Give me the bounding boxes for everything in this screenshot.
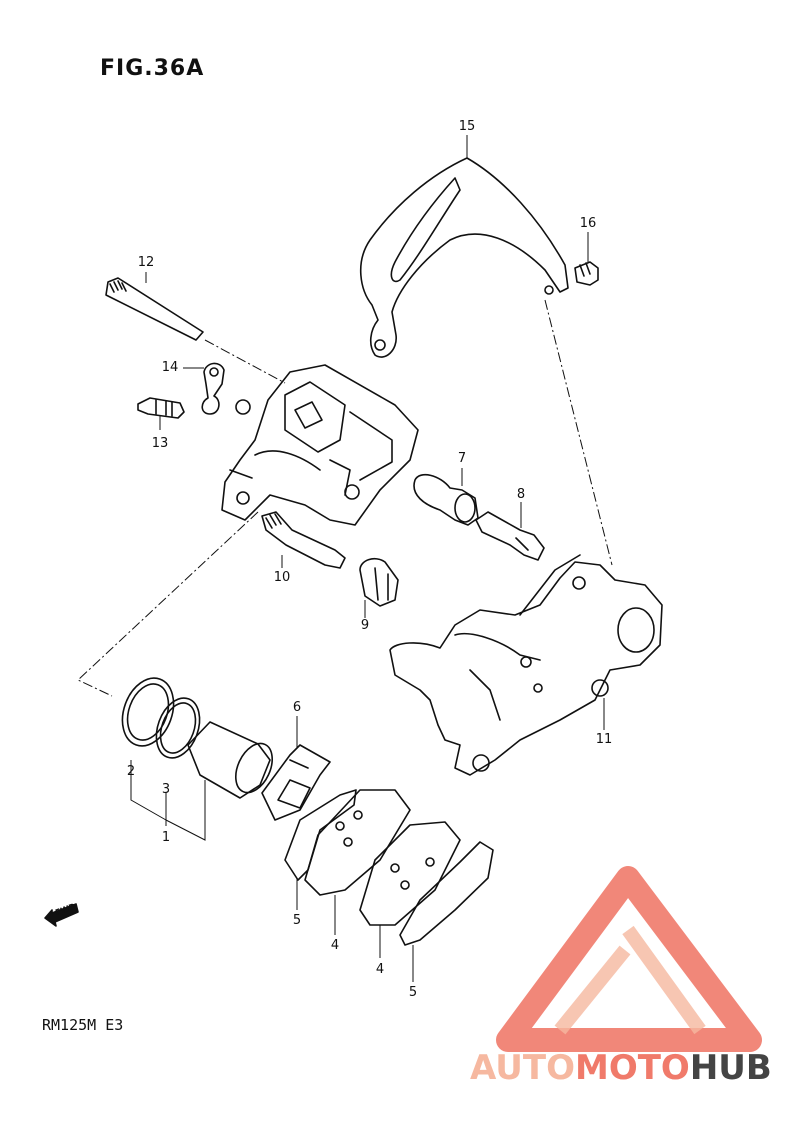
callout-4-left: 4 — [330, 938, 340, 953]
pin-part-12 — [105, 277, 204, 341]
bolt-part-16 — [574, 261, 599, 286]
slide-pin-part-10 — [261, 511, 346, 569]
callout-5-left: 5 — [292, 913, 302, 928]
callout-11: 11 — [595, 732, 613, 747]
callout-4-right: 4 — [375, 962, 385, 977]
watermark-part-3: HUB — [689, 1048, 772, 1088]
callout-16: 16 — [579, 216, 597, 231]
callout-7: 7 — [457, 451, 467, 466]
model-label: RM125M E3 — [42, 1016, 124, 1034]
pad-part-4-right — [359, 821, 461, 926]
callout-2: 2 — [126, 764, 136, 779]
boot-part-7 — [413, 473, 479, 526]
leader-lines — [130, 135, 605, 982]
piston-part-1 — [187, 721, 273, 799]
callout-6: 6 — [292, 700, 302, 715]
callout-1: 1 — [161, 830, 171, 845]
callout-8: 8 — [516, 487, 526, 502]
callout-5-right: 5 — [408, 985, 418, 1000]
pad-spring-part-5-left — [284, 789, 357, 881]
pad-part-4-left — [304, 789, 411, 896]
cap-part-14 — [201, 362, 225, 415]
pad-spring-part-5-right — [399, 841, 494, 946]
seal-part-3 — [155, 697, 201, 759]
callout-13: 13 — [151, 436, 169, 451]
sleeve-part-8 — [475, 511, 545, 561]
bleeder-part-13 — [137, 397, 185, 419]
callout-9: 9 — [360, 618, 370, 633]
callout-12: 12 — [137, 255, 155, 270]
watermark-part-2: MOTO — [574, 1048, 690, 1088]
bracket-part-15 — [359, 157, 569, 358]
callout-15: 15 — [458, 119, 476, 134]
figure-title: FIG.36A — [100, 56, 205, 81]
seal-part-2 — [121, 677, 175, 747]
fwd-arrow — [44, 903, 79, 927]
callout-14: 14 — [161, 360, 179, 375]
watermark-text: AUTOMOTOHUB — [470, 1048, 772, 1088]
callout-3: 3 — [161, 782, 171, 797]
assembly-lines — [77, 299, 613, 697]
support-part-11 — [389, 554, 663, 776]
bushing-part-9 — [359, 558, 399, 607]
watermark-part-1: AUTO — [470, 1048, 575, 1088]
shim-part-6 — [261, 744, 331, 821]
caliper-body — [221, 364, 419, 526]
callout-10: 10 — [273, 570, 291, 585]
